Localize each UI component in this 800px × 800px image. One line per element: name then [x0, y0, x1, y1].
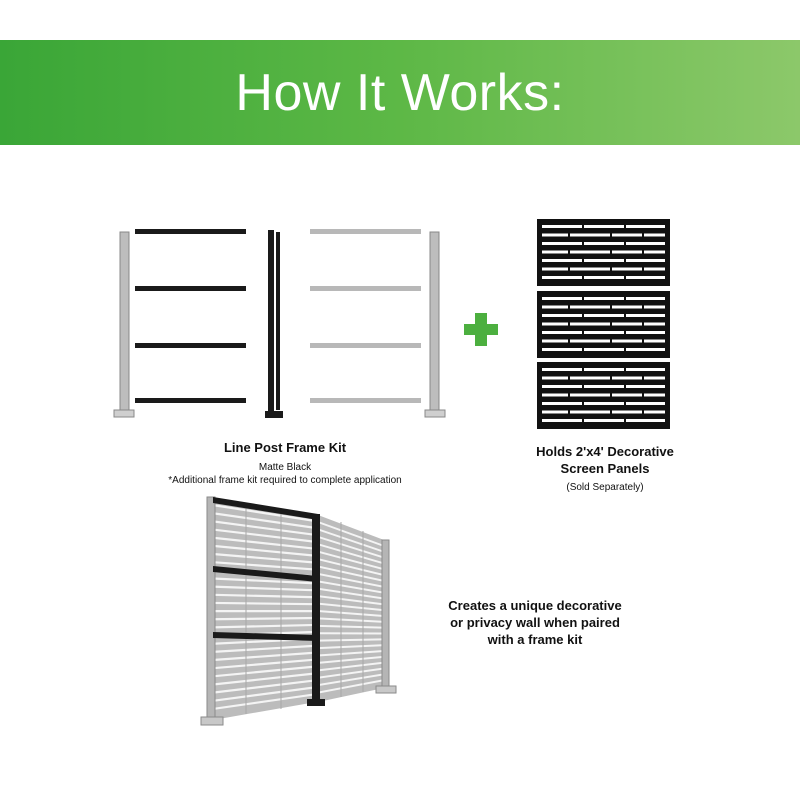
panels-note: (Sold Separately) — [566, 481, 644, 493]
gray-rails — [310, 229, 421, 403]
screen-panel — [537, 219, 670, 286]
frame-kit-caption: Line Post Frame Kit Matte Black *Additio… — [140, 440, 430, 487]
result-line2: or privacy wall when paired — [450, 614, 620, 630]
panels-title-line1: Holds 2'x4' Decorative — [536, 444, 674, 459]
header-banner: How It Works: — [0, 40, 800, 145]
right-slat-section — [318, 515, 384, 702]
right-post-gray — [424, 231, 446, 418]
result-line1: Creates a unique decorative — [448, 598, 622, 613]
screen-panel — [537, 291, 670, 358]
decorative-panels — [537, 219, 670, 429]
black-frame — [213, 497, 325, 706]
frame-kit-note: *Additional frame kit required to comple… — [168, 474, 402, 486]
result-caption: Creates a unique decorative or privacy w… — [420, 598, 650, 649]
panels-title-line2: Screen Panels — [560, 460, 650, 476]
frame-kit-illustration — [113, 229, 446, 418]
assembled-fence — [200, 496, 397, 726]
line-post-black — [265, 230, 283, 418]
panels-caption: Holds 2'x4' Decorative Screen Panels (So… — [500, 444, 710, 494]
page-title: How It Works: — [235, 63, 565, 122]
frame-kit-title: Line Post Frame Kit — [223, 440, 347, 455]
black-rails — [135, 229, 246, 403]
plus-icon — [464, 313, 498, 346]
result-line3: with a frame kit — [487, 631, 583, 647]
frame-kit-finish: Matte Black — [258, 461, 312, 473]
left-post-gray — [113, 231, 135, 418]
left-slat-section — [213, 500, 316, 720]
screen-panel — [537, 362, 670, 429]
